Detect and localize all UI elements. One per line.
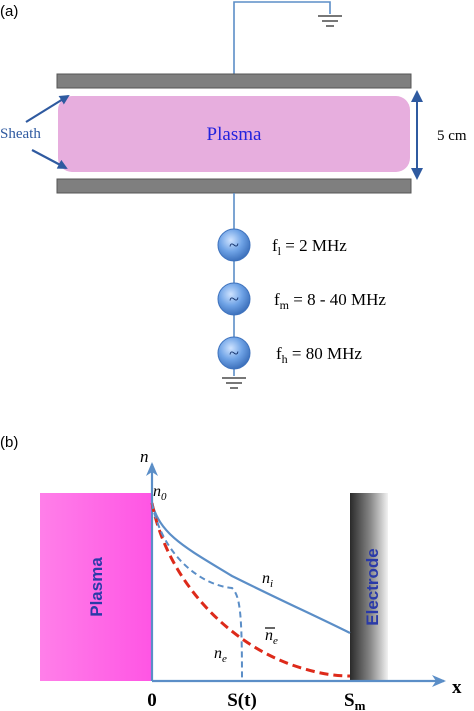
- panel-a-label: (a): [0, 3, 18, 20]
- panel-a: (a) Plasma Sheath 5 cm: [0, 1, 467, 389]
- tick-st: S(t): [227, 690, 257, 711]
- ac-source-icon: [217, 282, 251, 316]
- top-ground-wire: [233, 1, 342, 74]
- top-electrode-plate: [56, 73, 412, 89]
- electrode-block: [350, 493, 388, 681]
- rf-source-low: ~ fl = 2 MHz: [217, 228, 347, 262]
- ground-icon-top: [318, 15, 342, 27]
- ground-icon-bottom: [222, 377, 246, 389]
- ac-source-icon: [217, 336, 251, 370]
- ne-bar-label: ne: [265, 627, 278, 647]
- x-axis-label: x: [452, 677, 462, 698]
- sheath-label: Sheath: [0, 126, 41, 142]
- ni-label: ni: [262, 570, 273, 590]
- plasma-region-a: [58, 96, 410, 172]
- ne-bar-label-group: ne: [265, 627, 278, 647]
- source-symbol: ~: [229, 235, 239, 255]
- panel-b-label: (b): [0, 434, 18, 451]
- source-label-mid: fm = 8 - 40 MHz: [274, 290, 386, 312]
- source-label-low: fl = 2 MHz: [272, 236, 347, 258]
- source-symbol: ~: [229, 343, 239, 363]
- source-symbol: ~: [229, 289, 239, 309]
- sheath-arrow-bottom: [31, 149, 68, 169]
- bottom-electrode-plate: [56, 178, 412, 194]
- plasma-region-b: [40, 493, 152, 681]
- ion-density-curve: [150, 502, 351, 634]
- tick-zero: 0: [147, 690, 157, 711]
- sheath-arrow-top: [25, 94, 70, 123]
- plasma-label-a: Plasma: [207, 124, 262, 145]
- plasma-label-b: Plasma: [87, 557, 106, 617]
- rf-source-high: ~ fh = 80 MHz: [217, 336, 362, 370]
- ac-source-icon: [217, 228, 251, 262]
- panel-b: (b) Plasma Electrode n x n0 ni ne ne 0 S…: [0, 434, 462, 711]
- mean-electron-density-curve: [150, 502, 351, 678]
- tick-sm: Sm: [344, 690, 366, 711]
- rf-source-mid: ~ fm = 8 - 40 MHz: [217, 282, 386, 316]
- electron-density-curve: [151, 502, 243, 682]
- electrode-label: Electrode: [363, 548, 382, 625]
- n0-label: n0: [153, 483, 167, 503]
- ne-label: ne: [214, 645, 227, 665]
- y-axis-label: n: [140, 447, 149, 466]
- gap-label: 5 cm: [437, 128, 467, 144]
- gap-dimension-arrow: [411, 90, 423, 180]
- source-label-high: fh = 80 MHz: [276, 344, 362, 366]
